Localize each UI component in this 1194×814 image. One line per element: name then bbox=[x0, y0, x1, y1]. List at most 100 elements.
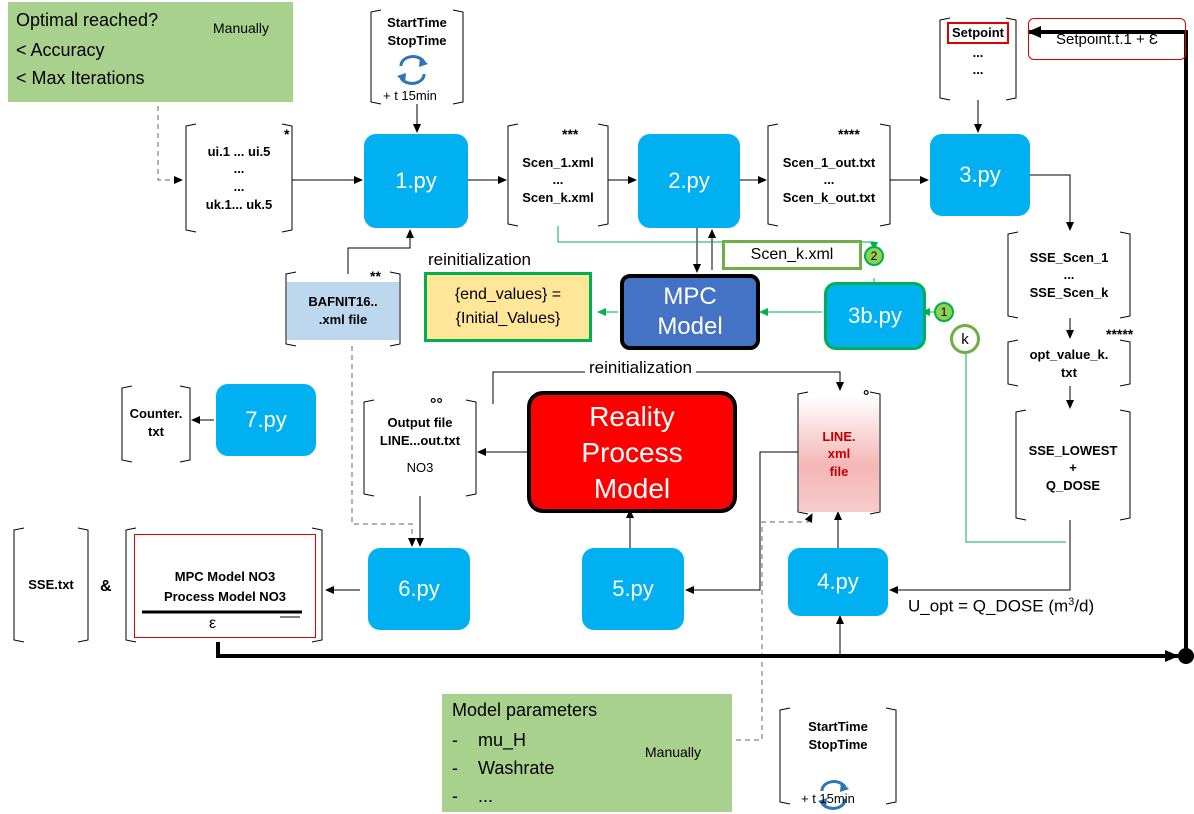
opt-value-file: opt_value_k. txt bbox=[1009, 342, 1129, 386]
scen-1-xml: Scen_1.xml bbox=[522, 154, 594, 170]
u-opt-unit: /d) bbox=[1074, 596, 1095, 616]
cycle-label: Manually bbox=[213, 20, 270, 36]
output-file-name: LINE...out.txt bbox=[379, 432, 461, 448]
ratio-box: MPC Model NO3 Process Model NO3 ε bbox=[134, 534, 316, 638]
cycle-label: Manually bbox=[645, 744, 702, 760]
footnote-mark: *** bbox=[562, 126, 579, 142]
u-opt-superscript: 3 bbox=[1068, 596, 1075, 608]
note-model-parameters: Model parameters - mu_H - Washrate - ...… bbox=[442, 694, 732, 812]
end-values: {end_values} = bbox=[454, 286, 562, 303]
scen-k-xml: Scen_k.xml bbox=[522, 189, 594, 205]
param-washrate: - Washrate bbox=[452, 758, 555, 778]
sse-lowest: SSE_LOWEST bbox=[1028, 442, 1118, 458]
sse-txt: SSE.txt bbox=[28, 577, 74, 593]
input-file: ui.1 ... ui.5 ... ... uk.1... uk.5 bbox=[187, 128, 291, 228]
ratio-numerator: MPC Model NO3 bbox=[174, 569, 276, 584]
badge-1: 1 bbox=[934, 302, 954, 322]
reality-process-model[interactable]: Reality Process Model bbox=[527, 391, 737, 513]
output-file-title: Output file bbox=[387, 415, 453, 430]
script-6[interactable]: 6.py bbox=[368, 548, 470, 630]
note-line-accuracy: < Accuracy bbox=[16, 40, 105, 60]
ampersand: & bbox=[100, 578, 112, 595]
counter-line-2: txt bbox=[148, 424, 164, 439]
param-more: - ... bbox=[452, 786, 494, 806]
ellipsis: ... bbox=[823, 172, 835, 188]
opt-value-line-1: opt_value_k. bbox=[1029, 347, 1109, 363]
scen-k-out: Scen_k_out.txt bbox=[782, 189, 876, 205]
input-line-1: ui.1 ... ui.5 bbox=[207, 143, 271, 159]
time-file-top: StartTime StopTime bbox=[372, 10, 462, 54]
param-mu-h: - mu_H bbox=[452, 730, 527, 750]
mpc-model[interactable]: MPC Model bbox=[620, 274, 760, 350]
sse-scen-k: SSE_Scen_k bbox=[1029, 284, 1109, 300]
script-1[interactable]: 1.py bbox=[364, 134, 468, 228]
script-4[interactable]: 4.py bbox=[788, 548, 888, 616]
script-3b[interactable]: 3b.py bbox=[824, 282, 926, 350]
reinitialization-label-top: reinitialization bbox=[428, 250, 531, 269]
plus-sign: + bbox=[1069, 460, 1077, 476]
ellipsis: ... bbox=[972, 44, 984, 60]
ellipsis: ... bbox=[233, 179, 245, 194]
line-xml-line-1: LINE. bbox=[822, 428, 856, 444]
scen-1-out: Scen_1_out.txt bbox=[782, 154, 876, 170]
line-xml-line-3: file bbox=[829, 463, 849, 479]
ellipsis: ... bbox=[1063, 267, 1075, 283]
counter-file: Counter. txt bbox=[123, 398, 189, 448]
scenario-xml-file: Scen_1.xml ... Scen_k.xml bbox=[509, 138, 607, 222]
input-line-k: uk.1... uk.5 bbox=[205, 196, 273, 212]
time-step: + t 15min bbox=[801, 791, 855, 806]
badge-k: k bbox=[950, 324, 980, 354]
reinitialization-label-mid: reinitialization bbox=[585, 358, 696, 378]
stop-time: StopTime bbox=[387, 33, 447, 48]
ellipsis: ... bbox=[972, 62, 984, 78]
opt-value-line-2: txt bbox=[1061, 365, 1077, 380]
script-5[interactable]: 5.py bbox=[582, 548, 684, 630]
scen-k-xml-label: Scen_k.xml bbox=[722, 240, 862, 270]
stop-time: StopTime bbox=[808, 737, 868, 752]
epsilon-symbol: ε bbox=[209, 615, 217, 632]
counter-line-1: Counter. bbox=[129, 406, 183, 422]
script-2[interactable]: 2.py bbox=[638, 134, 740, 228]
u-opt-label: U_opt = Q_DOSE (m3/d) bbox=[908, 596, 1094, 617]
badge-2: 2 bbox=[864, 246, 884, 266]
footnote-mark: ** bbox=[370, 268, 381, 284]
initial-values-box: {end_values} = {Initial_Values} bbox=[424, 272, 592, 342]
time-step: + t 15min bbox=[383, 88, 437, 103]
u-opt-text: U_opt = Q_DOSE (m bbox=[908, 596, 1069, 616]
output-file: Output file LINE...out.txt NO3 bbox=[365, 414, 475, 490]
sse-lowest-file: SSE_LOWEST + Q_DOSE bbox=[1017, 430, 1129, 506]
no3-label: NO3 bbox=[406, 460, 434, 476]
sse-txt-file: SSE.txt bbox=[15, 560, 87, 610]
bafnit-line-1: BAFNIT16.. bbox=[308, 294, 378, 310]
setpoint-highlight: Setpoint bbox=[947, 22, 1009, 44]
time-file-bottom: StartTime StopTime bbox=[781, 712, 895, 760]
mpc-model-line-1: MPC bbox=[663, 283, 717, 310]
scenario-output-file: Scen_1_out.txt ... Scen_k_out.txt bbox=[769, 138, 889, 222]
note-title: Optimal reached? bbox=[16, 10, 159, 30]
script-3[interactable]: 3.py bbox=[930, 134, 1030, 216]
note-optimal-reached: Optimal reached? < Accuracy < Max Iterat… bbox=[8, 2, 293, 102]
script-7[interactable]: 7.py bbox=[216, 384, 316, 456]
start-time: StartTime bbox=[387, 15, 447, 31]
sse-scenario-file: SSE_Scen_1 ... SSE_Scen_k bbox=[1009, 234, 1129, 316]
note-title: Model parameters bbox=[452, 700, 598, 720]
ratio-denominator: Process Model NO3 bbox=[163, 589, 287, 604]
line-xml-file: LINE. xml file bbox=[799, 396, 879, 512]
footnote-mark: ***** bbox=[1106, 326, 1134, 342]
line-xml-line-2: xml bbox=[827, 446, 851, 462]
ellipsis: ... bbox=[233, 161, 245, 177]
footnote-mark: ° bbox=[863, 388, 870, 405]
q-dose: Q_DOSE bbox=[1045, 477, 1101, 493]
footnote-mark: **** bbox=[838, 126, 860, 142]
sse-scen-1: SSE_Scen_1 bbox=[1029, 249, 1109, 265]
bafnit-line-2: .xml file bbox=[318, 312, 368, 327]
initial-values: {Initial_Values} bbox=[455, 310, 561, 327]
mpc-model-line-2: Model bbox=[657, 313, 723, 340]
junction-dot bbox=[1178, 648, 1194, 664]
start-time: StartTime bbox=[808, 719, 868, 735]
bafnit-file: BAFNIT16.. .xml file bbox=[287, 282, 399, 340]
setpoint-file: Setpoint ... ... bbox=[941, 20, 1015, 92]
ellipsis: ... bbox=[552, 172, 564, 188]
reality-line-2: Process bbox=[581, 437, 683, 468]
footnote-mark: °° bbox=[430, 396, 443, 413]
